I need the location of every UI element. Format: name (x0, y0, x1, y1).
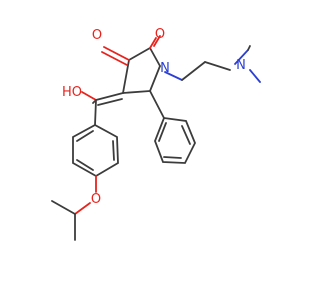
aryl-ring (51, 123, 119, 241)
ring-nitrogen-label: N (160, 61, 170, 76)
enol-bonds (81, 91, 124, 126)
carbonyl-bonds (101, 35, 161, 66)
ether-oxygen-label: O (91, 192, 101, 207)
hydroxyl-label: HO (62, 85, 82, 100)
pyrrolidine-ring (122, 47, 161, 94)
structure-canvas: O O N N HO O (51, 27, 261, 241)
carbonyl-oxygen-label: O (92, 28, 102, 43)
carbonyl-oxygen-label: O (155, 27, 165, 42)
molecule-drawing: O O N N HO O (51, 27, 261, 241)
phenyl-ring (149, 90, 196, 164)
aminoethyl-chain (164, 45, 261, 83)
amine-nitrogen-label: N (236, 58, 246, 73)
